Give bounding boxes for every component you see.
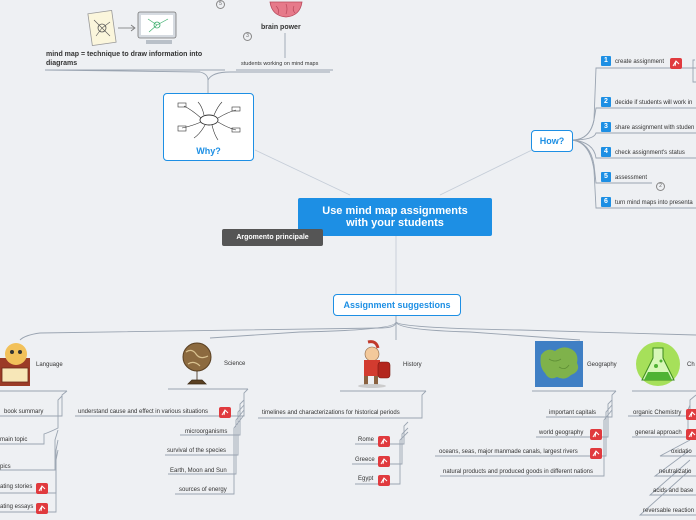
history-item-3[interactable]: Egypt <box>358 476 374 482</box>
chemistry-item-1[interactable]: organic Chemistry <box>633 410 682 416</box>
mindmap-link-icon[interactable] <box>686 427 696 445</box>
history-label[interactable]: History <box>403 362 422 368</box>
science-item-5[interactable]: sources of energy <box>179 487 227 493</box>
chemistry-label[interactable]: Ch <box>687 362 695 368</box>
geography-item-1[interactable]: important capitals <box>549 410 597 416</box>
language-image <box>0 340 32 388</box>
central-topic[interactable]: Use mind map assignments with your stude… <box>298 198 492 236</box>
science-item-4[interactable]: Earth, Moon and Sun <box>170 468 227 474</box>
how-step-3-number: 3 <box>601 122 611 132</box>
europe-map-image <box>535 341 583 387</box>
mindmap-link-icon[interactable] <box>590 427 602 445</box>
how-step-5-number: 5 <box>601 172 611 182</box>
mindmap-link-icon[interactable] <box>219 405 231 423</box>
how-step-1-number: 1 <box>601 56 611 66</box>
why-label: Why? <box>196 146 221 156</box>
mindmap-link-icon[interactable] <box>378 473 390 491</box>
chemistry-flask-image <box>634 340 684 388</box>
science-item-2[interactable]: microorganisms <box>185 429 228 435</box>
how-step-6-text[interactable]: turn mind maps into presenta <box>615 200 693 206</box>
chemistry-item-6[interactable]: reversable reaction <box>643 508 695 514</box>
language-item-5[interactable]: ating essays <box>0 504 34 510</box>
geography-item-4[interactable]: natural products and produced goods in d… <box>443 469 593 475</box>
how-step-2-number: 2 <box>601 97 611 107</box>
roman-soldier-image <box>350 340 394 388</box>
how-step-5-text[interactable]: assessment <box>615 175 648 181</box>
why-top-images <box>86 8 182 52</box>
geography-item-3[interactable]: oceans, seas, major manmade canals, larg… <box>439 449 578 455</box>
paper-sketch-icon <box>87 10 117 46</box>
suggestions-label: Assignment suggestions <box>343 300 451 310</box>
chemistry-item-2[interactable]: general approach <box>635 430 682 436</box>
science-label[interactable]: Science <box>224 361 246 367</box>
how-step-5-count[interactable]: 2 <box>656 182 665 191</box>
brain-image <box>266 0 306 20</box>
mind-map-sketch-icon <box>177 101 240 141</box>
mindmap-link-icon[interactable] <box>378 454 390 472</box>
suggestions-node[interactable]: Assignment suggestions <box>333 294 461 316</box>
how-step-4-number: 4 <box>601 147 611 157</box>
computer-monitor-icon <box>137 11 177 44</box>
globe-image <box>180 340 214 388</box>
brain-count-badge[interactable]: 3 <box>243 32 252 41</box>
mindmap-link-icon[interactable] <box>36 501 48 519</box>
chemistry-item-4[interactable]: neutralizatio <box>659 469 692 475</box>
language-item-2[interactable]: main topic <box>0 437 28 443</box>
how-label: How? <box>539 136 565 146</box>
chemistry-item-3[interactable]: oxidatio <box>671 449 692 455</box>
language-item-4[interactable]: ating stories <box>0 484 33 490</box>
geography-item-2[interactable]: world geography <box>539 430 584 436</box>
geography-label[interactable]: Geography <box>587 362 617 368</box>
central-topic-title: Use mind map assignments with your stude… <box>322 205 468 229</box>
how-step-2-text[interactable]: decide if students will work in <box>615 100 693 106</box>
how-step-6-number: 6 <box>601 197 611 207</box>
mindmap-link-icon[interactable] <box>378 434 390 452</box>
how-node[interactable]: How? <box>531 130 573 152</box>
why-node[interactable]: Why? <box>163 93 254 161</box>
floating-topic[interactable]: Argomento principale <box>222 229 323 246</box>
language-item-3[interactable]: pics <box>0 464 11 470</box>
brain-power-label[interactable]: brain power <box>261 24 301 31</box>
history-main[interactable]: timelines and characterizations for hist… <box>262 410 400 416</box>
top-count-badge[interactable]: 5 <box>216 0 225 9</box>
brain-child-text[interactable]: students working on mind maps <box>241 61 319 67</box>
science-item-3[interactable]: survival of the species <box>167 448 227 454</box>
how-step-4-text[interactable]: check assignment's status <box>615 150 685 156</box>
how-step-1-text[interactable]: create assignment <box>615 59 665 65</box>
how-step-3-text[interactable]: share assignment with studen <box>615 125 695 131</box>
floating-topic-label: Argomento principale <box>236 234 309 241</box>
history-item-1[interactable]: Rome <box>358 437 375 443</box>
mindmap-link-icon[interactable] <box>686 407 696 425</box>
history-item-2[interactable]: Greece <box>355 457 375 463</box>
mindmap-link-icon[interactable] <box>590 446 602 464</box>
why-left-text[interactable]: mind map = technique to draw information… <box>46 51 203 67</box>
mindmap-link-icon[interactable] <box>670 56 682 74</box>
mindmap-link-icon[interactable] <box>36 481 48 499</box>
chemistry-item-5[interactable]: acids and base <box>653 488 694 494</box>
science-item-1[interactable]: understand cause and effect in various s… <box>78 409 208 415</box>
language-label[interactable]: Language <box>36 362 63 368</box>
language-item-1[interactable]: book summary <box>4 409 44 415</box>
